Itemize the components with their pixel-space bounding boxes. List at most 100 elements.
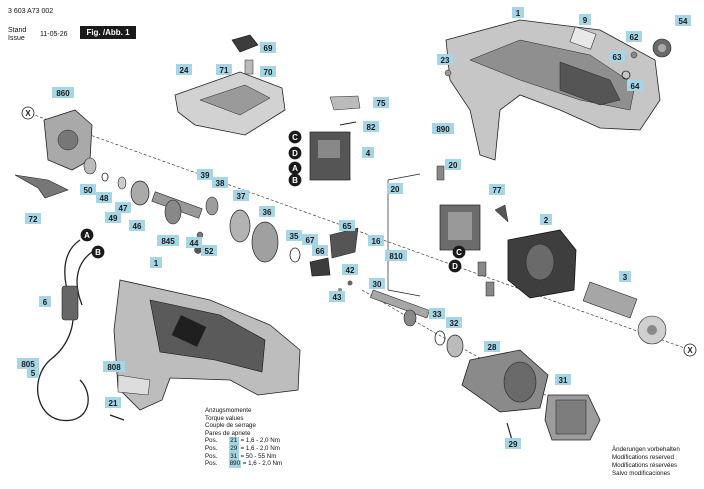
callout-20: 20 [387, 183, 403, 194]
callout-label: 808 [107, 363, 121, 372]
callout-808: 808 [103, 361, 125, 372]
lever-65 [329, 227, 359, 259]
callout-72: 72 [25, 213, 41, 224]
callout-label: 5 [31, 369, 36, 378]
callout-33: 33 [429, 308, 445, 319]
callout-49: 49 [105, 212, 121, 223]
callout-label: 890 [436, 125, 450, 134]
torque-value: = 1,6 - 2,0 Nm [242, 460, 283, 468]
switch-knob [652, 38, 672, 58]
callout-31: 31 [555, 374, 571, 385]
callout-4: 4 [362, 147, 374, 158]
callout-label: 33 [433, 310, 442, 319]
callout-box [260, 66, 276, 77]
torque-value: = 1,6 - 2,0 Nm [240, 437, 280, 445]
brush-810 [477, 261, 487, 277]
torque-pos-label: Pos. [205, 444, 218, 452]
torque-title-es: Pares de apriete [205, 429, 251, 437]
callout-box [619, 271, 631, 282]
marker-label: C [292, 133, 298, 142]
torque-title-de: Anzugsmomente [205, 407, 252, 414]
callout-box [512, 7, 524, 18]
electronic-switch [309, 131, 351, 181]
frame-16 [387, 173, 421, 297]
callout-62: 62 [626, 31, 642, 42]
torque-pos: 31 [228, 452, 239, 461]
callout-23: 23 [437, 54, 453, 65]
spring-small [630, 51, 638, 59]
issue-label: Issue [8, 35, 25, 42]
cable-sleeve [61, 285, 79, 321]
ring-64 [621, 70, 631, 80]
torque-title-en: Torque values [205, 414, 244, 422]
callout-label: 860 [56, 89, 70, 98]
callout-label: 9 [583, 16, 588, 25]
callout-box [609, 51, 625, 62]
marker-label: D [292, 149, 298, 158]
marker-circle [288, 146, 302, 160]
callout-label: 38 [216, 179, 225, 188]
callout-24: 24 [176, 64, 192, 75]
callout-box [52, 87, 74, 98]
callout-box [369, 278, 385, 289]
callout-label: 47 [119, 204, 128, 213]
callout-box [286, 230, 302, 241]
callout-label: 24 [180, 66, 189, 75]
callout-20: 20 [445, 159, 461, 170]
torque-pos: 29 [228, 444, 239, 453]
callout-label: 3 [623, 273, 628, 282]
marker-label: C [456, 248, 462, 257]
torque-pos: 21 [228, 437, 239, 445]
callout-32: 32 [446, 317, 462, 328]
callout-label: 36 [263, 208, 272, 217]
callout-29: 29 [505, 438, 521, 449]
marker-a: A [80, 228, 94, 242]
callout-label: 20 [449, 161, 458, 170]
callout-box [339, 220, 355, 231]
gear-39 [205, 196, 219, 216]
callout-label: 71 [220, 66, 229, 75]
callout-box [312, 245, 328, 256]
callout-label: 39 [201, 171, 210, 180]
brush-20 [436, 165, 445, 181]
torque-row: Pos. 29 = 1,6 - 2,0 Nm [205, 444, 282, 453]
callout-36: 36 [259, 206, 275, 217]
callout-66: 66 [312, 245, 328, 256]
callout-label: 35 [290, 232, 299, 241]
callout-label: 52 [205, 247, 214, 256]
callout-42: 42 [342, 264, 358, 275]
figure-label: Fig. /Abb. 1 [80, 26, 136, 39]
callout-48: 48 [96, 192, 112, 203]
gear-46 [130, 180, 150, 206]
switch-slider [244, 59, 254, 75]
callout-box [302, 234, 318, 245]
marker-b: B [288, 173, 302, 187]
doc-number: 3 603 A73 002 [8, 8, 54, 15]
brush-810b [485, 281, 495, 297]
callout-label: 42 [346, 266, 355, 275]
callout-box [17, 358, 39, 369]
callout-box [186, 237, 202, 248]
callout-35: 35 [286, 230, 302, 241]
marker-circle [21, 106, 35, 120]
callout-label: 66 [316, 247, 325, 256]
callout-box [446, 317, 462, 328]
torque-pos-label: Pos. [205, 452, 218, 460]
callout-label: 37 [237, 192, 246, 201]
callout-label: 32 [450, 319, 459, 328]
callout-box [197, 169, 213, 180]
callout-63: 63 [609, 51, 625, 62]
marker-c: C [288, 130, 302, 144]
callout-label: 43 [333, 293, 342, 302]
callout-box [626, 31, 642, 42]
torque-value: = 50 - 55 Nm [240, 452, 277, 460]
marker-b: B [91, 245, 105, 259]
callout-box [103, 361, 125, 372]
torque-row: Pos. 890 = 1,6 - 2,0 Nm [205, 460, 282, 468]
callout-box [216, 64, 232, 75]
torque-pos-label: Pos. [205, 437, 218, 445]
callout-label: 48 [100, 194, 109, 203]
callout-box [489, 184, 505, 195]
clip-66 [309, 257, 331, 277]
callout-2: 2 [540, 214, 552, 225]
